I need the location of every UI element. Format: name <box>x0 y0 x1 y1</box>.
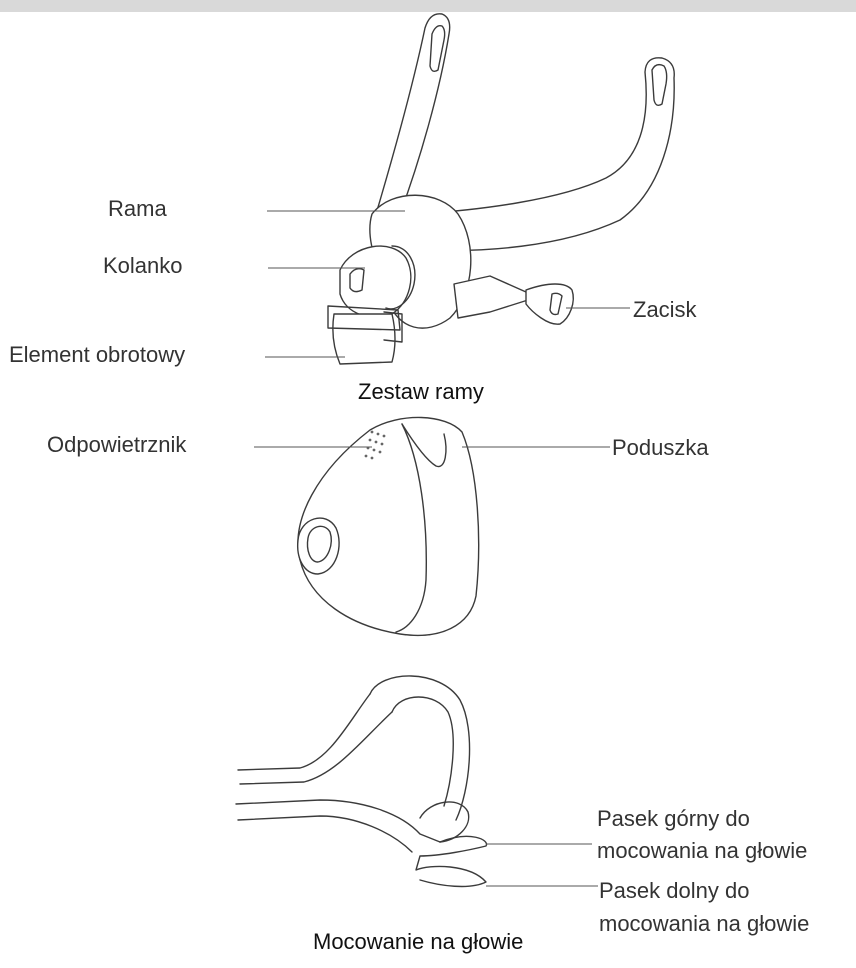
label-lower-strap-line2: mocowania na głowie <box>599 911 809 937</box>
label-lower-strap-line1: Pasek dolny do <box>599 878 749 904</box>
label-vent: Odpowietrznik <box>47 432 186 458</box>
frame-left-arm <box>376 14 450 214</box>
label-upper-strap-line1: Pasek górny do <box>597 806 750 832</box>
headgear-upper-left <box>238 694 370 770</box>
label-upper-strap-line2: mocowania na głowie <box>597 838 807 864</box>
clip-tab <box>526 284 573 324</box>
headgear-lower-left <box>236 800 440 842</box>
cushion-drawing <box>298 417 479 635</box>
caption-headgear: Mocowanie na głowie <box>313 929 523 955</box>
frame-assembly-drawing <box>328 14 674 364</box>
headgear-drawing <box>236 676 487 887</box>
headgear-side-connector <box>416 836 487 886</box>
label-elbow: Kolanko <box>103 253 183 279</box>
headgear-crown-loop-inner <box>392 697 453 806</box>
frame-left-arm-slot <box>430 26 445 72</box>
label-clip: Zacisk <box>633 297 697 323</box>
headgear-lower-left-inner <box>238 816 412 852</box>
headgear-upper-left-inner <box>240 712 392 784</box>
frame-right-arm-slot <box>652 65 667 106</box>
label-cushion: Poduszka <box>612 435 709 461</box>
label-frame: Rama <box>108 196 167 222</box>
caption-frame-assembly: Zestaw ramy <box>358 379 484 405</box>
label-swivel: Element obrotowy <box>9 342 185 368</box>
clip-body <box>454 276 528 318</box>
